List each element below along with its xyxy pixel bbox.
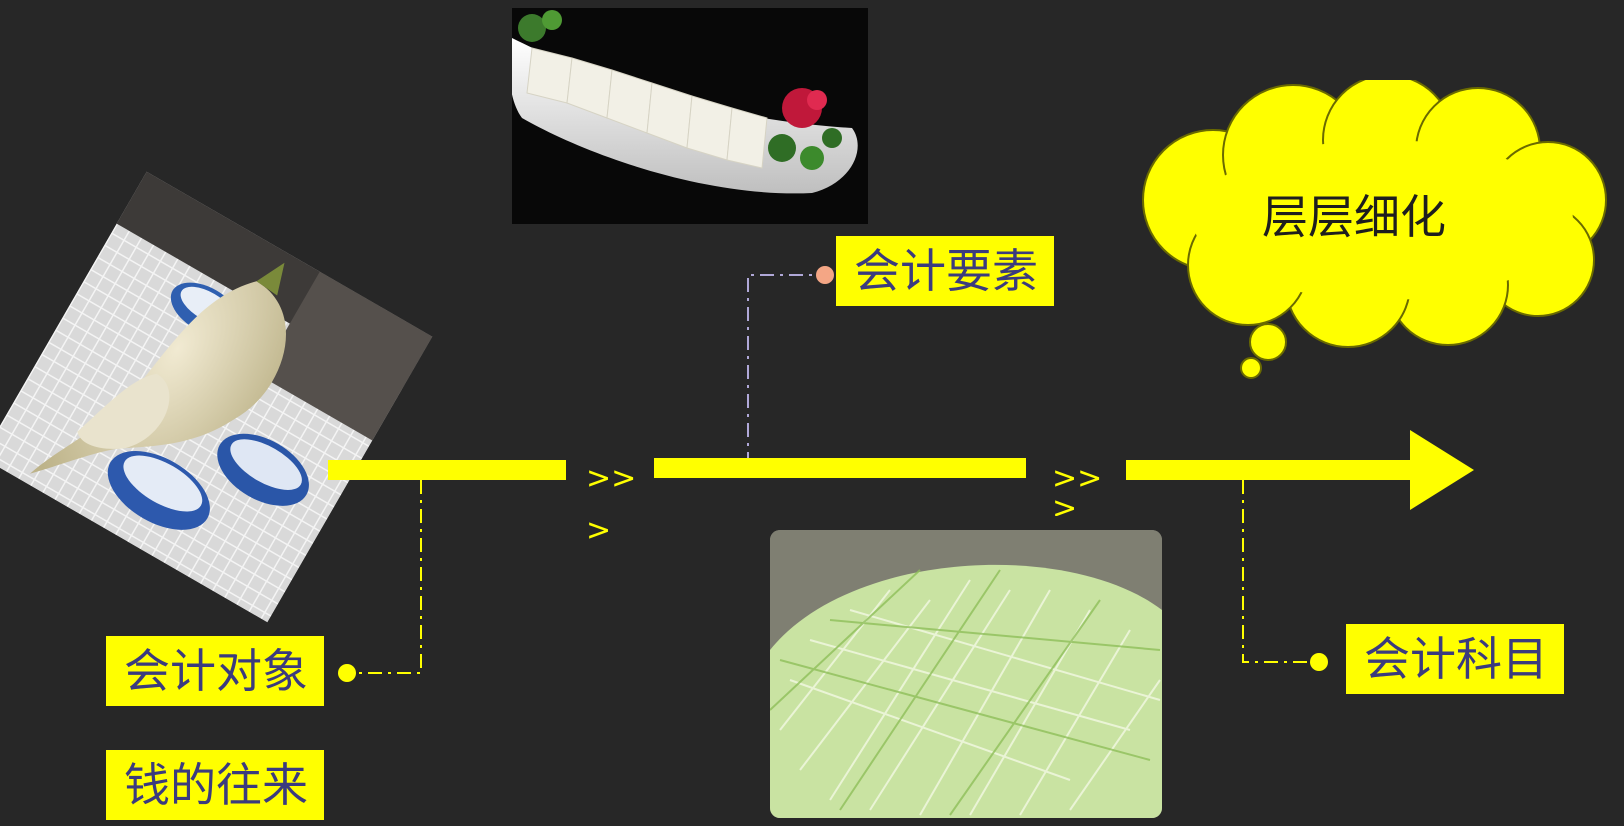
label-accounting-elements: 会计要素: [836, 236, 1054, 306]
thought-cloud: [1142, 80, 1607, 379]
arrow-segment-3: [1126, 460, 1416, 480]
chevron-group-2: >> >: [1052, 461, 1103, 517]
chevron-line: >: [1052, 494, 1078, 516]
arrow-segment-2: [654, 458, 1026, 478]
dot-subjects: [1310, 653, 1328, 671]
arrow-segment-1: [328, 460, 566, 480]
connector-elements: [747, 274, 823, 466]
dot-object: [338, 664, 356, 682]
chevron-line: >>: [1052, 461, 1103, 496]
label-accounting-object: 会计对象: [106, 636, 324, 706]
arrow-head: [1410, 430, 1474, 510]
chevron-line: >: [586, 513, 612, 548]
chevron-line: >>: [586, 461, 637, 496]
tofu-plate-photo: [512, 8, 868, 224]
connector-object: [346, 480, 422, 674]
radish-photo: [0, 171, 433, 623]
chevron-group-1: >> >: [586, 464, 636, 546]
cloud-text: 层层细化: [1262, 190, 1446, 244]
label-money-flow: 钱的往来: [106, 750, 324, 820]
label-accounting-subjects: 会计科目: [1346, 624, 1564, 694]
connector-subjects: [1242, 480, 1318, 663]
dot-elements: [816, 266, 834, 284]
shredded-vegetable-photo: [770, 530, 1162, 818]
